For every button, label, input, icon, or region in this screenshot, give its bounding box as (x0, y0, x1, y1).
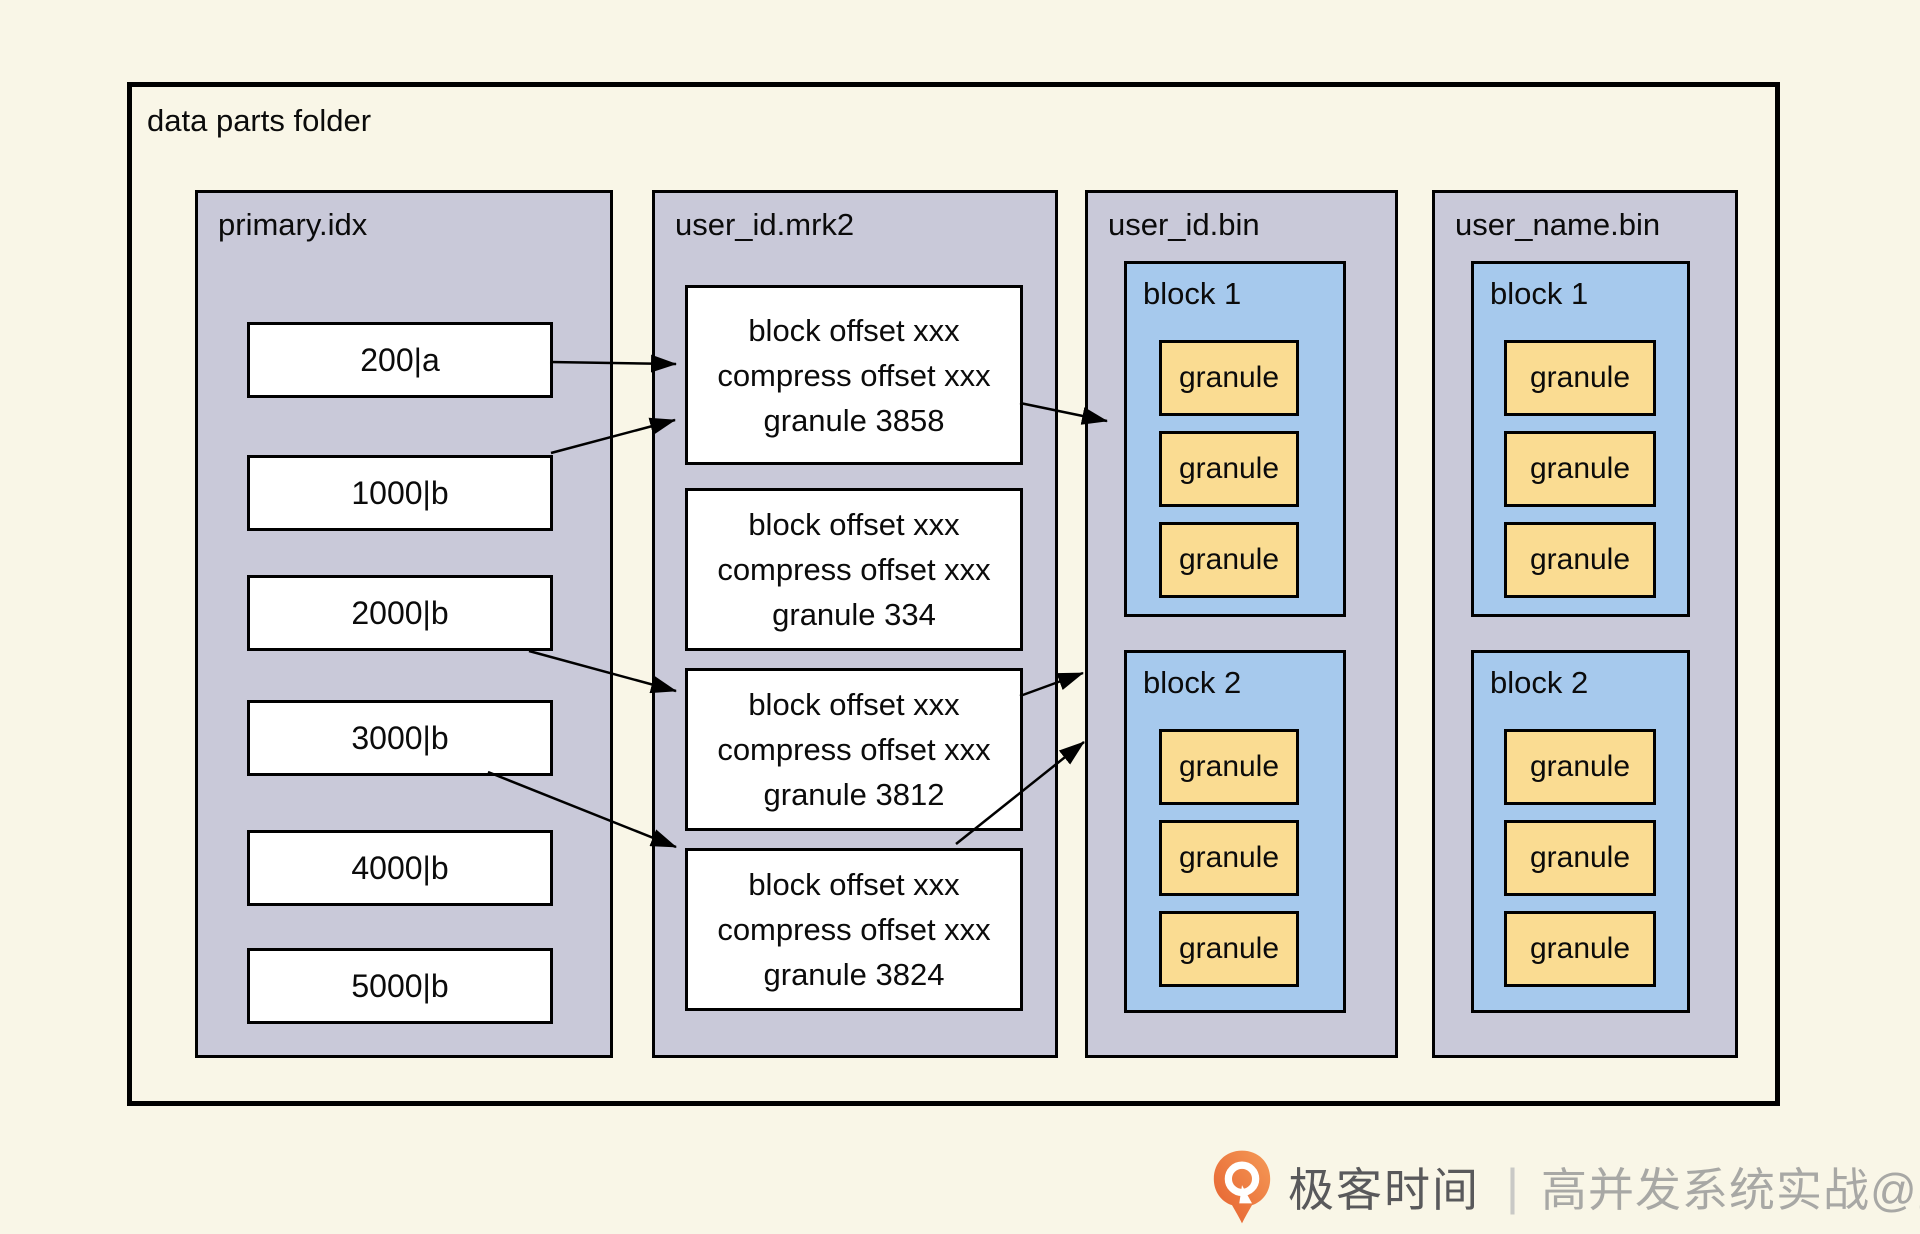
mark-line: compress offset xxx (717, 552, 991, 587)
column-user-name-bin: user_name.bin block 1 granule granule gr… (1432, 190, 1738, 1058)
granule: granule (1159, 340, 1299, 416)
index-entry: 1000|b (247, 455, 553, 531)
block-label: block 1 (1490, 276, 1589, 311)
index-entry: 5000|b (247, 948, 553, 1024)
mark-entry: block offset xxx compress offset xxx gra… (685, 285, 1023, 465)
mark-line: compress offset xxx (717, 357, 991, 393)
block: block 2 granule granule granule (1124, 650, 1346, 1013)
granule: granule (1504, 911, 1656, 987)
granule: granule (1504, 431, 1656, 507)
granule: granule (1504, 340, 1656, 416)
mark-line: granule 3858 (763, 402, 945, 438)
brand-name: 极客时间 (1288, 1164, 1480, 1216)
column-title: user_id.bin (1108, 207, 1260, 242)
granule: granule (1159, 820, 1299, 896)
block: block 1 granule granule granule (1471, 261, 1690, 617)
index-entry: 2000|b (247, 575, 553, 651)
course-credit: 高并发系统实战@蓝天 (1541, 1164, 1920, 1216)
divider: | (1506, 1159, 1519, 1215)
index-entry: 3000|b (247, 700, 553, 776)
mark-line: compress offset xxx (717, 912, 991, 947)
block-label: block 2 (1143, 665, 1242, 700)
mark-entry: block offset xxx compress offset xxx gra… (685, 668, 1023, 831)
index-entry: 200|a (247, 322, 553, 398)
footer-watermark: 极客时间 | 高并发系统实战@蓝天 (1212, 1145, 1920, 1229)
mark-line: compress offset xxx (717, 732, 991, 767)
column-user-id-bin: user_id.bin block 1 granule granule gran… (1085, 190, 1398, 1058)
granule: granule (1159, 911, 1299, 987)
mark-line: granule 3812 (763, 777, 945, 812)
block: block 2 granule granule granule (1471, 650, 1690, 1013)
mark-line: granule 3824 (763, 957, 945, 992)
block-label: block 2 (1490, 665, 1589, 700)
mark-line: granule 334 (772, 597, 936, 632)
block: block 1 granule granule granule (1124, 261, 1346, 617)
granule: granule (1159, 522, 1299, 598)
mark-entry: block offset xxx compress offset xxx gra… (685, 848, 1023, 1011)
block-label: block 1 (1143, 276, 1242, 311)
column-title: user_name.bin (1455, 207, 1661, 242)
granule: granule (1504, 729, 1656, 805)
frame-title: data parts folder (147, 103, 372, 138)
column-primary-idx: primary.idx 200|a 1000|b 2000|b 3000|b 4… (195, 190, 613, 1058)
granule: granule (1159, 431, 1299, 507)
granule: granule (1504, 522, 1656, 598)
mark-entry: block offset xxx compress offset xxx gra… (685, 488, 1023, 651)
geektime-logo-icon (1213, 1150, 1271, 1224)
granule: granule (1504, 820, 1656, 896)
column-title: primary.idx (218, 207, 368, 242)
mark-line: block offset xxx (748, 867, 960, 902)
column-title: user_id.mrk2 (675, 207, 855, 242)
mark-line: block offset xxx (748, 507, 960, 542)
granule: granule (1159, 729, 1299, 805)
mark-line: block offset xxx (748, 687, 960, 722)
data-parts-folder-frame: data parts folder (127, 82, 1780, 1106)
mark-line: block offset xxx (748, 312, 960, 348)
column-user-id-mrk2: user_id.mrk2 block offset xxx compress o… (652, 190, 1058, 1058)
index-entry: 4000|b (247, 830, 553, 906)
